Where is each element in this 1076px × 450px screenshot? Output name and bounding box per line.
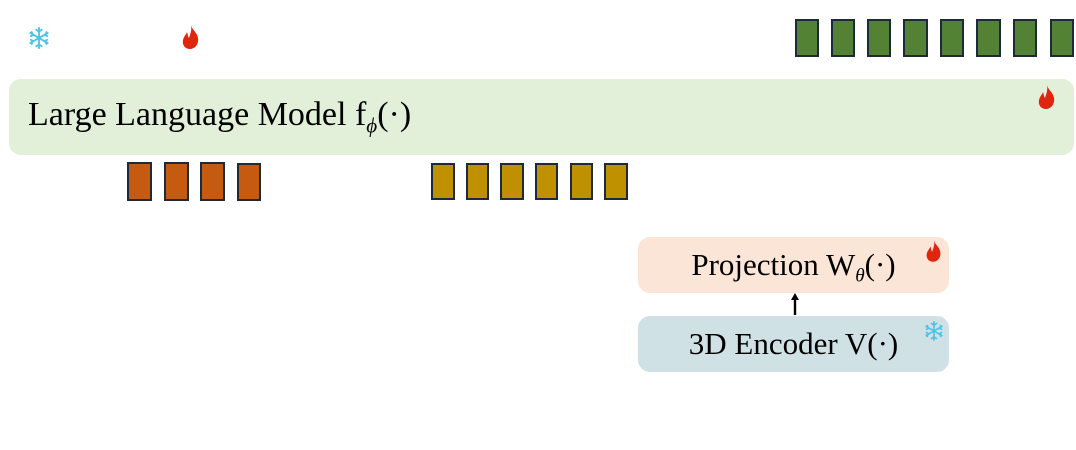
- fire-icon: [1037, 85, 1057, 109]
- projection-block: Projection Wθ(·): [638, 237, 949, 293]
- up-arrow-icon: [791, 293, 799, 315]
- snowflake-icon: [28, 27, 50, 49]
- pointcloud-token: [535, 163, 558, 200]
- output-token: [867, 19, 891, 57]
- encoder-label: 3D Encoder V(·): [688, 326, 899, 361]
- 3d-encoder-block: 3D Encoder V(·): [638, 316, 949, 372]
- pointcloud-token: [604, 163, 628, 200]
- projection-label-subscript: θ: [855, 265, 865, 287]
- pointcloud-token: [431, 163, 455, 200]
- text-token: [237, 163, 261, 201]
- large-language-model-block: Large Language Model fϕ(·): [9, 79, 1074, 155]
- fire-icon: [925, 240, 943, 262]
- llm-label-tail: (·): [377, 96, 412, 133]
- output-token: [831, 19, 855, 57]
- pointcloud-token: [570, 163, 593, 200]
- text-token: [200, 162, 225, 201]
- fire-icon: [181, 25, 201, 49]
- text-token: [127, 162, 152, 201]
- llm-label-subscript: ϕ: [366, 113, 378, 138]
- projection-label-main: Projection W: [691, 247, 856, 282]
- text-token: [164, 162, 189, 201]
- output-token: [903, 19, 928, 57]
- output-token: [976, 19, 1001, 57]
- projection-label: Projection Wθ(·): [638, 246, 949, 296]
- output-token: [1013, 19, 1037, 57]
- output-token: [795, 19, 819, 57]
- output-token: [940, 19, 964, 57]
- pointcloud-token: [500, 163, 524, 200]
- llm-label: Large Language Model fϕ(·): [28, 95, 411, 145]
- snowflake-icon: [924, 321, 944, 341]
- llm-label-main: Large Language Model f: [28, 96, 367, 133]
- projection-label-tail: (·): [864, 247, 896, 282]
- output-token: [1050, 19, 1074, 57]
- pointcloud-token: [466, 163, 489, 200]
